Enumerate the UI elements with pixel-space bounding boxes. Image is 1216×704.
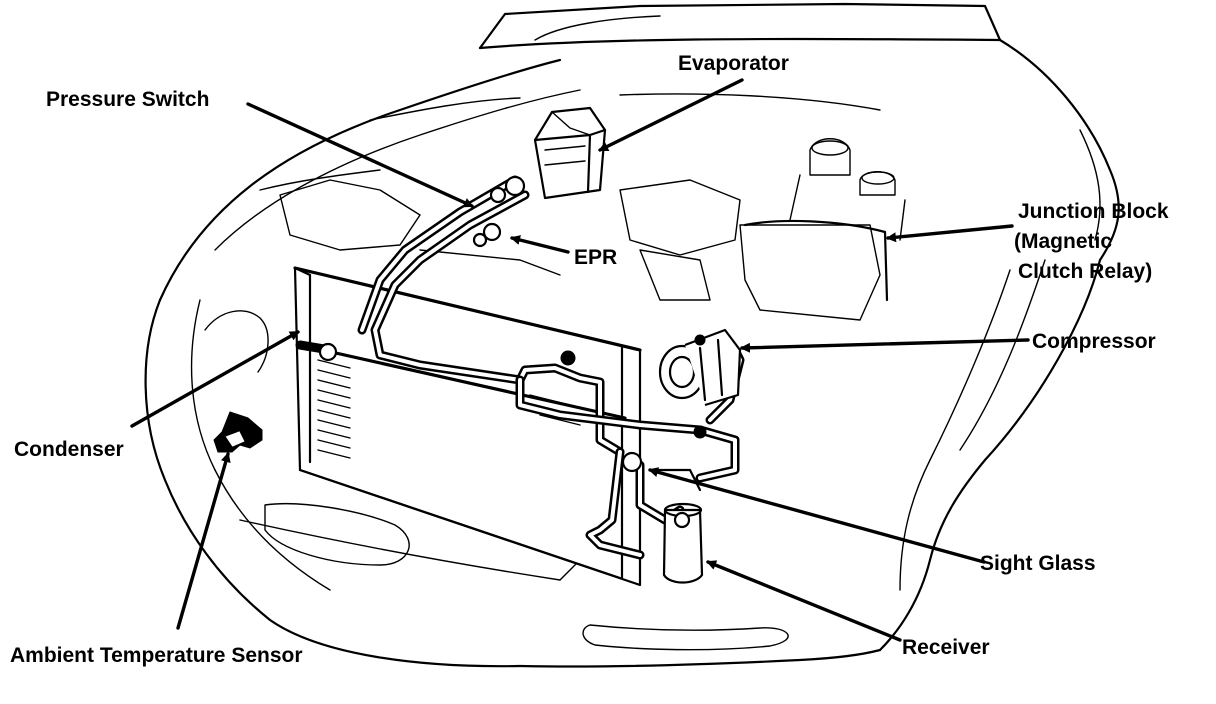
condenser-label: Condenser (14, 438, 124, 461)
junction-block-leader (886, 224, 1014, 243)
compressor-label: Compressor (1032, 330, 1156, 353)
receiver-leader (706, 560, 902, 642)
evaporator-label: Evaporator (678, 52, 789, 75)
evaporator-unit (533, 106, 607, 200)
junction-block-unit (743, 219, 889, 302)
evaporator-leader (598, 78, 744, 152)
ambient-temperature-sensor-label: Ambient Temperature Sensor (10, 644, 303, 667)
epr-label: EPR (574, 246, 618, 269)
receiver-unit (621, 451, 704, 584)
leader-lines (130, 78, 1030, 642)
condenser-leader (130, 330, 300, 428)
pressure-switch-label: Pressure Switch (46, 88, 210, 111)
junction-block-label-line2: (Magnetic (1014, 230, 1113, 253)
compressor-leader (740, 338, 1030, 353)
pressure-switch-leader (246, 102, 474, 208)
junction-block-label-line1: Junction Block (1018, 200, 1169, 223)
junction-block-label-line3: Clutch Relay) (1018, 260, 1153, 283)
compressor-unit (658, 328, 742, 439)
receiver-label: Receiver (902, 636, 990, 659)
sight-glass-leader (648, 467, 986, 564)
car-body-outline (144, 2, 1120, 668)
epr-leader (510, 235, 570, 254)
ambient-sensor-leader (176, 452, 231, 630)
ambient-temperature-sensor-unit (213, 411, 263, 453)
sight-glass-label: Sight Glass (980, 552, 1096, 575)
